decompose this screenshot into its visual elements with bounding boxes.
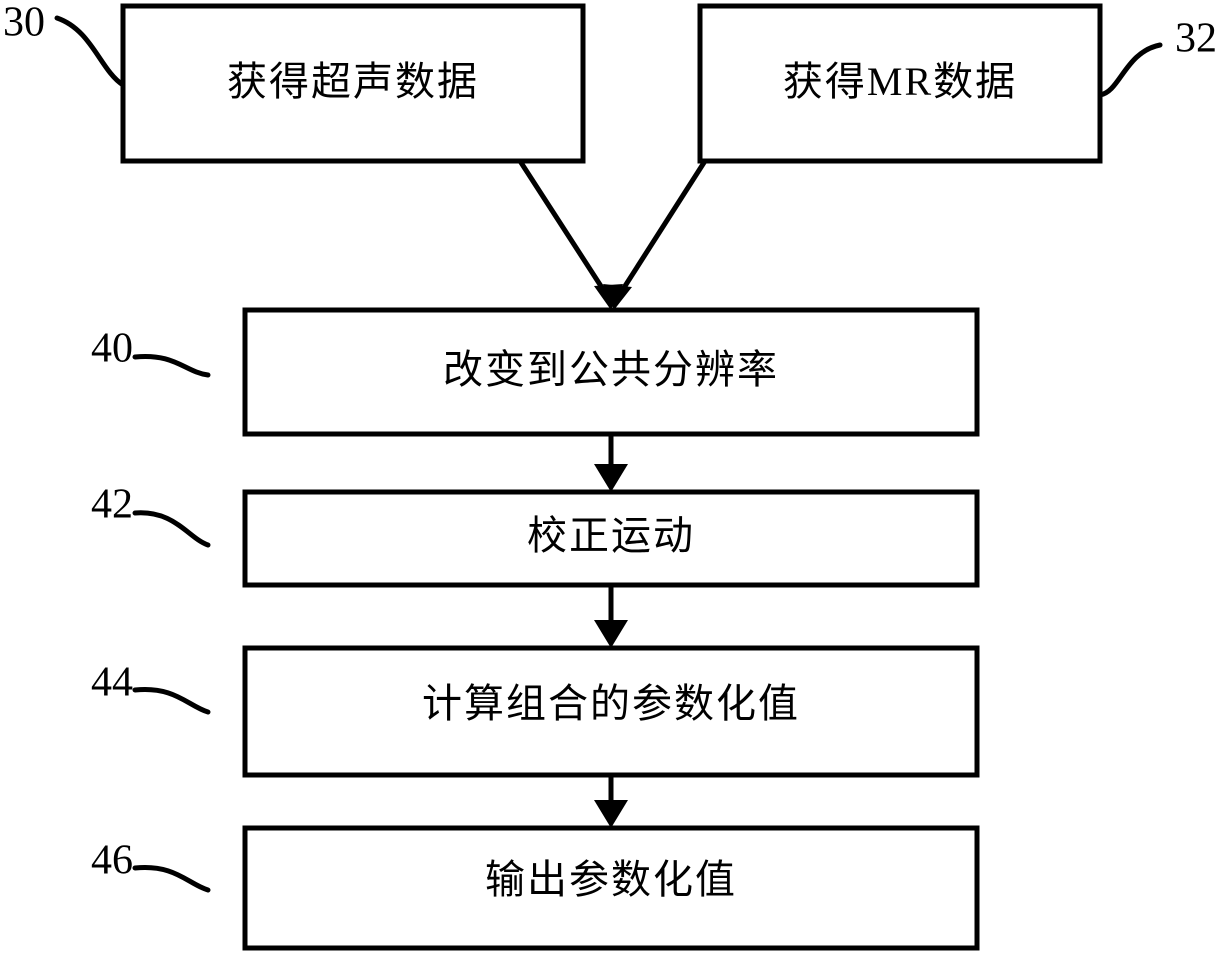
- node-label-42: 校正运动: [527, 513, 695, 558]
- reference-number-30: 30: [3, 0, 45, 46]
- leader-line-40: [132, 353, 211, 378]
- node-label-44: 计算组合的参数化值: [422, 681, 800, 726]
- leader-line-32: [1097, 42, 1163, 98]
- node-box-40: [242, 307, 980, 437]
- leader-line-42: [132, 510, 211, 548]
- node-compute-combined-parameterized-value[interactable]: 计算组合的参数化值: [242, 645, 980, 778]
- arrowhead-40-to-42: [594, 464, 628, 492]
- leader-line-30: [54, 15, 126, 88]
- node-box-42: [242, 489, 980, 588]
- reference-number-46: 46: [91, 838, 133, 884]
- node-label-46: 输出参数化值: [485, 857, 737, 902]
- reference-number-32: 32: [1175, 16, 1217, 62]
- node-box-32: [697, 3, 1103, 164]
- reference-number-40: 40: [91, 326, 133, 372]
- connector-32-to-40: [615, 159, 708, 299]
- leader-line-44: [132, 686, 211, 715]
- node-change-to-common-resolution[interactable]: 改变到公共分辨率: [242, 307, 980, 437]
- reference-number-44: 44: [91, 660, 133, 706]
- connector-30-to-40: [517, 159, 611, 299]
- node-correct-motion[interactable]: 校正运动: [242, 489, 980, 588]
- node-label-30: 获得超声数据: [227, 59, 479, 104]
- leader-line-46: [132, 864, 211, 893]
- node-label-40: 改变到公共分辨率: [443, 347, 779, 392]
- node-acquire-ultrasound-data[interactable]: 获得超声数据: [120, 3, 586, 164]
- arrowhead-32-to-40: [603, 284, 632, 310]
- node-box-46: [242, 825, 980, 951]
- arrowhead-44-to-46: [594, 800, 628, 828]
- reference-number-42: 42: [91, 482, 133, 528]
- node-label-32: 获得MR数据: [783, 59, 1017, 104]
- node-acquire-mr-data[interactable]: 获得MR数据: [697, 3, 1103, 164]
- arrowhead-42-to-44: [594, 620, 628, 648]
- node-output-parameterized-value[interactable]: 输出参数化值: [242, 825, 980, 951]
- node-box-30: [120, 3, 586, 164]
- node-box-44: [242, 645, 980, 778]
